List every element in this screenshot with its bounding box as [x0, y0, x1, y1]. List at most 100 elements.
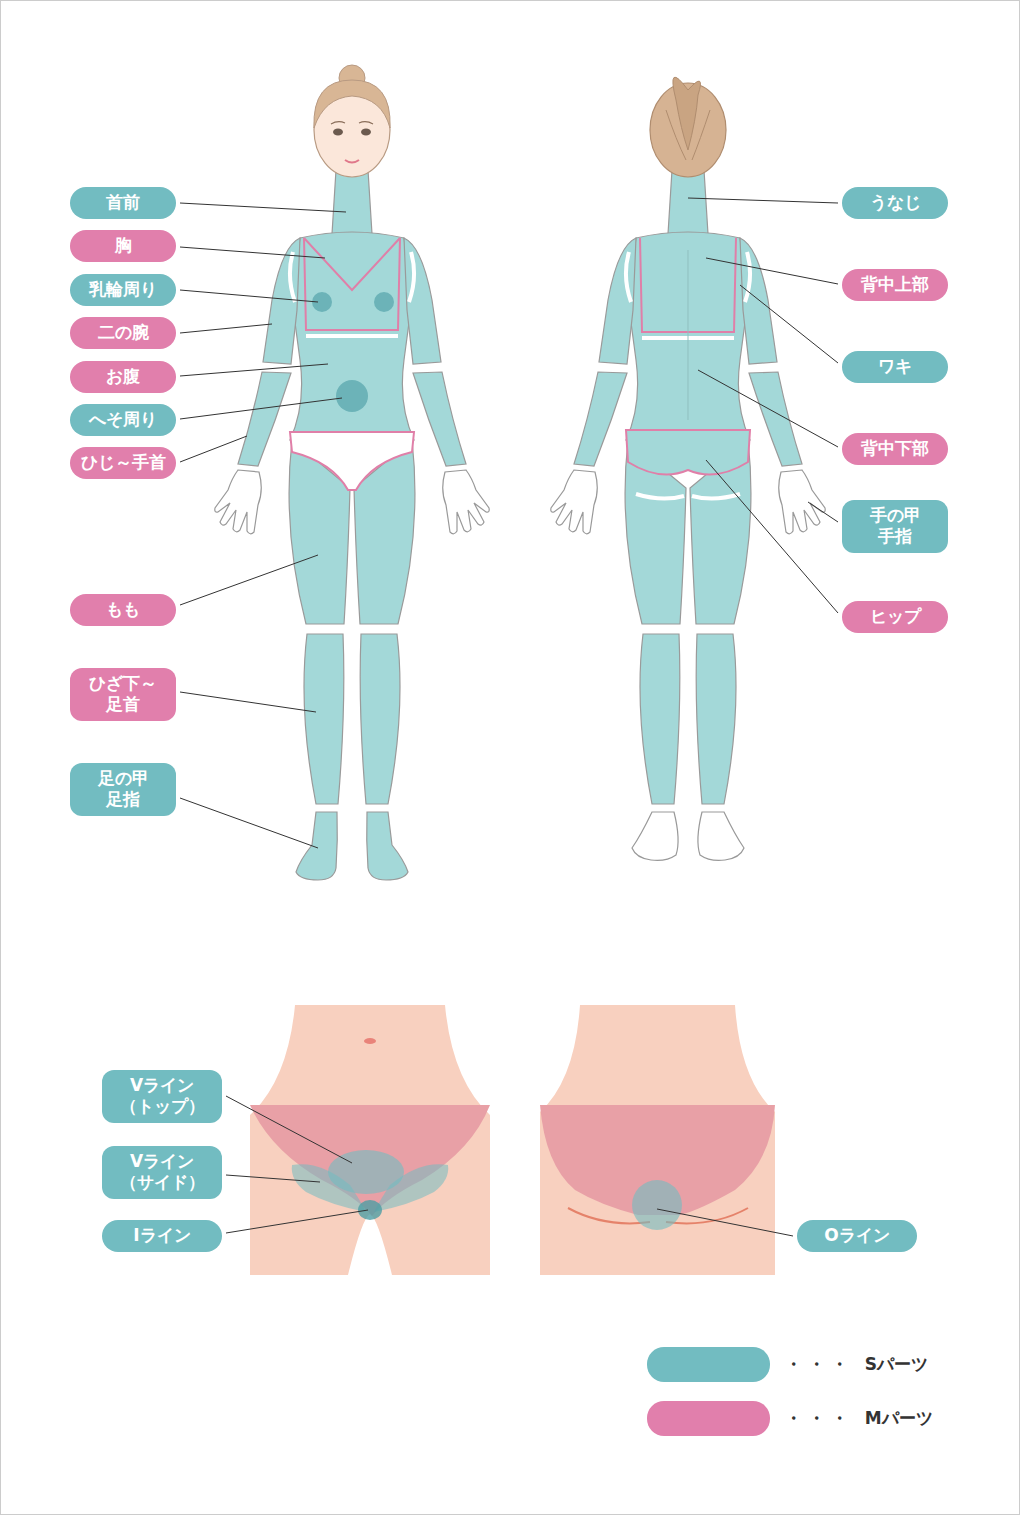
- leader-lines: [180, 203, 346, 212]
- back-close-up: [540, 1005, 775, 1275]
- part-label: ひじ～手首: [70, 447, 176, 479]
- label-text: へそ周り: [89, 409, 157, 430]
- back-figure: [688, 250, 689, 420]
- leader-lines: [226, 1096, 352, 1163]
- front-close-up: [250, 1105, 490, 1216]
- part-label: ひざ下～ 足首: [70, 668, 176, 721]
- part-label: ヒップ: [842, 601, 948, 633]
- label-text: 二の腕: [98, 322, 149, 343]
- part-label: Vライン （トップ）: [102, 1070, 222, 1123]
- label-text: 背中上部: [861, 274, 929, 295]
- label-text: ヒップ: [870, 606, 921, 627]
- label-text: もも: [106, 599, 140, 620]
- front-figure: [290, 252, 295, 302]
- label-text: 背中下部: [861, 438, 929, 459]
- front-figure: [306, 334, 398, 338]
- part-label: 乳輪周り: [70, 274, 176, 306]
- part-label: 首前: [70, 187, 176, 219]
- label-text: Iライン: [133, 1225, 190, 1246]
- label-text: 乳輪周り: [89, 279, 157, 300]
- label-text: Oライン: [824, 1225, 889, 1246]
- label-text: ひざ下～ 足首: [78, 673, 168, 716]
- leader-lines: [180, 364, 328, 376]
- label-text: Vライン （サイド）: [110, 1151, 214, 1194]
- front-close-up: [250, 1005, 490, 1275]
- front-figure: [304, 238, 400, 290]
- front-close-up: [358, 1200, 382, 1220]
- legend-swatch: [647, 1401, 770, 1436]
- back-figure: [551, 170, 825, 804]
- front-figure: [345, 160, 359, 163]
- leader-lines: [180, 436, 247, 462]
- label-text: 胸: [115, 235, 132, 256]
- back-figure: [698, 812, 744, 860]
- back-figure: [632, 812, 678, 860]
- leader-lines: [688, 198, 838, 203]
- leader-lines: [808, 502, 838, 522]
- part-label: ワキ: [842, 351, 948, 383]
- front-figure: [331, 122, 373, 124]
- label-text: 手の甲 手指: [850, 505, 940, 548]
- label-text: うなじ: [870, 192, 921, 213]
- leader-lines: [657, 1209, 793, 1236]
- part-label: お腹: [70, 361, 176, 393]
- back-figure: [626, 430, 750, 475]
- leader-lines: [180, 290, 318, 302]
- front-figure: [336, 380, 368, 412]
- back-figure: [636, 494, 740, 499]
- front-figure: [333, 129, 343, 136]
- front-figure: [367, 812, 408, 880]
- back-close-up: [632, 1180, 682, 1230]
- part-label: Vライン （サイド）: [102, 1146, 222, 1199]
- back-figure: [666, 110, 710, 160]
- back-figure: [551, 77, 825, 860]
- front-figure: [290, 432, 414, 490]
- leader-lines: [740, 285, 838, 363]
- part-label: 二の腕: [70, 317, 176, 349]
- front-figure: [361, 129, 371, 136]
- leader-lines: [180, 324, 272, 333]
- leader-lines: [180, 692, 316, 712]
- part-label: もも: [70, 594, 176, 626]
- front-close-up: [364, 1038, 376, 1044]
- leader-lines: [180, 198, 838, 848]
- part-label: 手の甲 手指: [842, 500, 948, 553]
- front-figure: [374, 292, 394, 312]
- label-text: Vライン （トップ）: [110, 1075, 214, 1118]
- legend-text: ・ ・ ・ Sパーツ: [785, 1354, 928, 1374]
- leader-lines: [180, 398, 342, 419]
- front-figure: [215, 170, 489, 804]
- front-figure: [215, 65, 489, 880]
- front-figure: [409, 252, 414, 302]
- front-figure: [314, 80, 390, 128]
- back-figure: [626, 252, 631, 302]
- leader-lines: [698, 370, 838, 447]
- back-close-up: [540, 1005, 775, 1275]
- leader-lines: [180, 247, 325, 258]
- label-text: 首前: [106, 192, 140, 213]
- label-text: ひじ～手首: [81, 452, 166, 473]
- part-label: 足の甲 足指: [70, 763, 176, 816]
- part-label: うなじ: [842, 187, 948, 219]
- back-figure: [745, 252, 750, 302]
- part-label: 背中上部: [842, 269, 948, 301]
- leader-lines: [706, 460, 838, 613]
- front-close-up: [250, 1005, 490, 1275]
- label-text: お腹: [106, 366, 140, 387]
- part-label: 胸: [70, 230, 176, 262]
- leader-lines: [226, 1210, 368, 1233]
- label-text: ワキ: [878, 356, 912, 377]
- leader-lines: [180, 798, 318, 848]
- part-label: 背中下部: [842, 433, 948, 465]
- leader-lines: [226, 1096, 793, 1236]
- part-label: へそ周り: [70, 404, 176, 436]
- front-figure: [296, 812, 337, 880]
- front-figure: [304, 238, 400, 330]
- legend-swatch: [647, 1347, 770, 1382]
- part-label: Iライン: [102, 1220, 222, 1252]
